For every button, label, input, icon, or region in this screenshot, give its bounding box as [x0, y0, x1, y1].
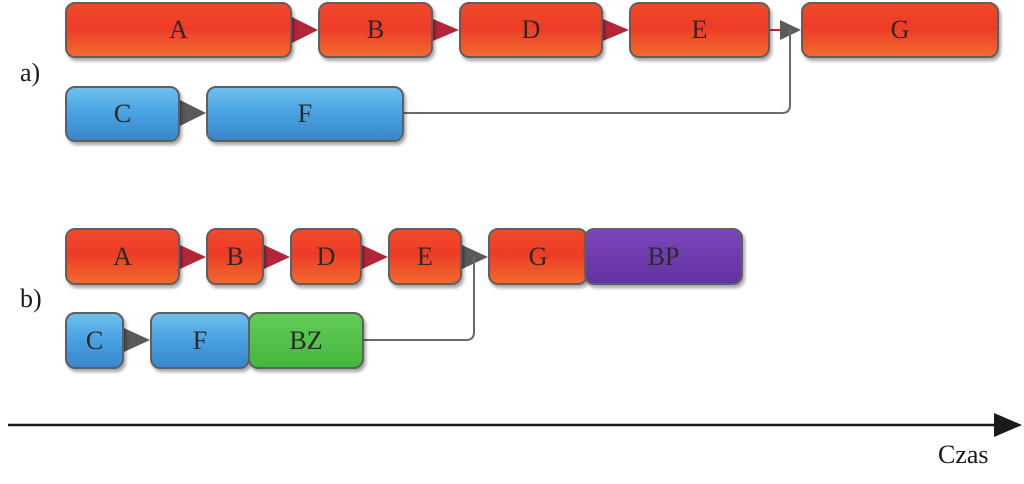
task-b-BP: BP — [584, 228, 743, 285]
task-a-E: E — [629, 2, 770, 58]
task-a-G: G — [801, 2, 999, 58]
task-a-B: B — [318, 2, 433, 58]
task-a-D: D — [459, 2, 603, 58]
arrow-a-C-F — [180, 100, 206, 126]
time-axis-label: Czas — [938, 440, 989, 469]
arrow-b-B-D — [264, 245, 290, 269]
connector-b-BZ-G — [364, 257, 475, 341]
task-b-E: E — [388, 228, 462, 285]
arrow-a-D-E — [603, 19, 629, 41]
arrow-a-A-B — [292, 17, 318, 43]
task-b-F: F — [150, 312, 250, 369]
task-b-B: B — [206, 228, 264, 285]
arrow-b-C-F — [124, 328, 150, 352]
task-b-A: A — [65, 228, 180, 285]
section-a-label: a) — [20, 58, 41, 87]
task-a-A: A — [65, 2, 292, 58]
arrow-b-A-B — [180, 245, 206, 269]
arrow-b-D-E — [362, 245, 388, 269]
task-b-D: D — [290, 228, 362, 285]
task-b-C: C — [65, 312, 124, 369]
task-b-G: G — [488, 228, 588, 285]
time-axis-arrowhead — [994, 413, 1022, 437]
arrow-a-B-D — [433, 19, 459, 41]
section-b-label: b) — [20, 284, 42, 313]
task-b-BZ: BZ — [248, 312, 364, 369]
connector-a-F-G — [404, 30, 791, 114]
task-a-C: C — [65, 86, 180, 142]
task-a-F: F — [206, 86, 404, 142]
